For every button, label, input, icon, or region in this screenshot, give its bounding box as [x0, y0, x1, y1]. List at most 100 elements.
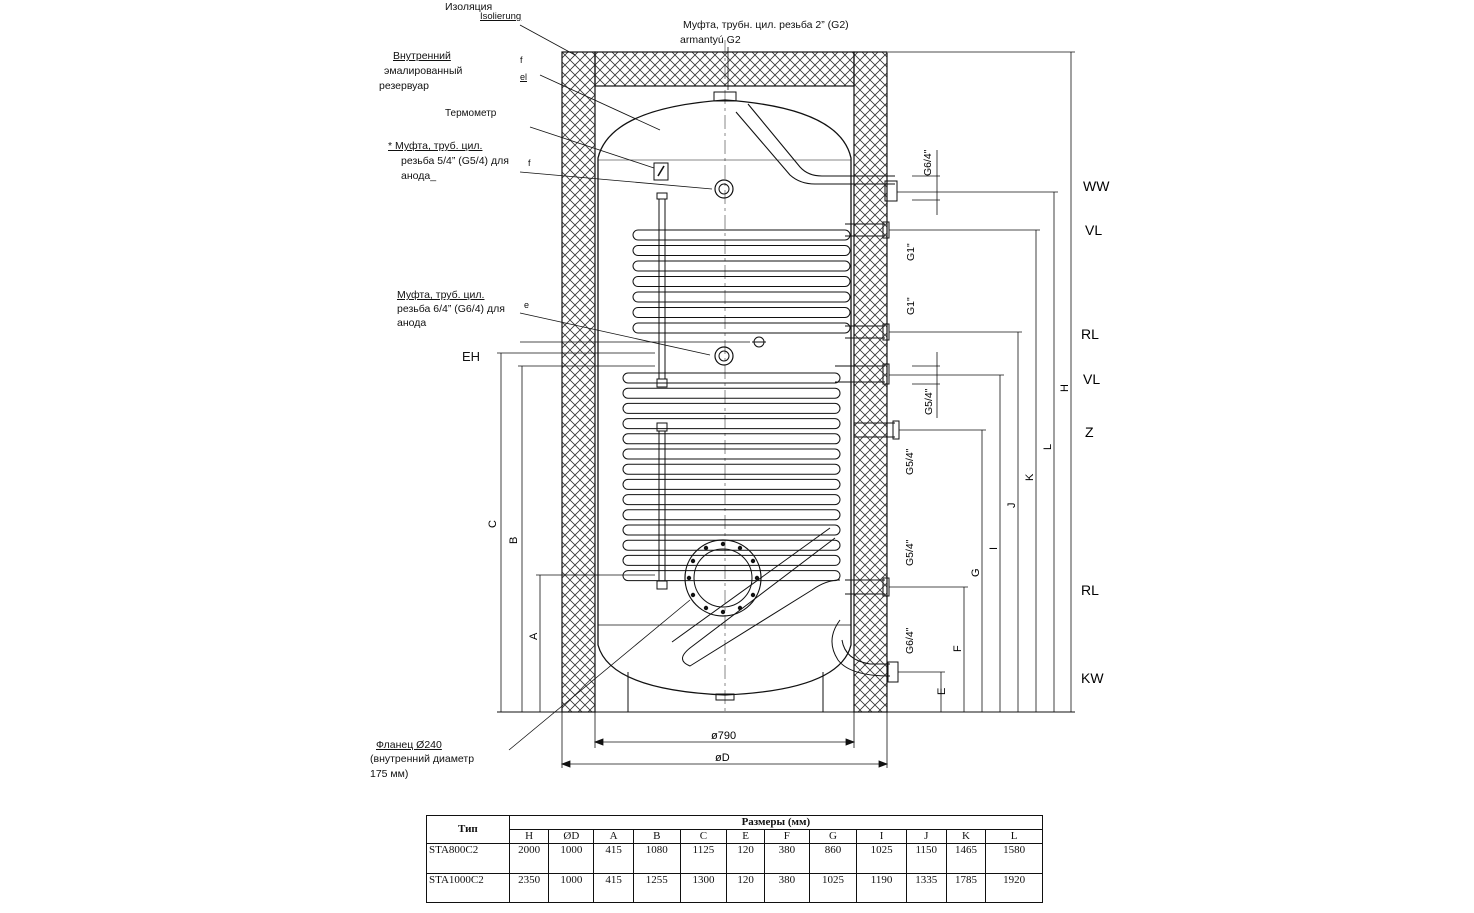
lower-heat-exchanger-coil [622, 372, 841, 582]
table-cell: 1000 [548, 872, 595, 903]
table-cell: 1080 [632, 843, 681, 874]
coil-turn [622, 539, 841, 551]
table-column-header: F [764, 829, 810, 844]
table-cell: 1300 [679, 872, 728, 903]
right-dimension-lines [888, 51, 1075, 712]
label-anode-coupling-2: резьба 5/4” (G5/4) для [401, 155, 509, 167]
anode-coupling-mid [714, 346, 734, 366]
label-flange-3: 175 мм) [370, 768, 409, 780]
table-column-header: L [985, 829, 1043, 844]
dim-label-h: H [1059, 384, 1071, 392]
label-top-coupling-1: Муфта, трубн. цил. резьба 2” (G2) [683, 19, 849, 31]
label-flange-1: Фланец Ø240 [376, 739, 442, 751]
table-cell: 1255 [632, 872, 681, 903]
table-header-dimensions: Размеры (мм) [508, 815, 1044, 830]
label-eh: EH [462, 349, 481, 364]
table-cell-type: STA800C2 [426, 843, 510, 874]
coil-turn [632, 276, 851, 287]
table-cell: 1025 [856, 843, 907, 874]
coil-turn [622, 402, 841, 414]
table-cell: 120 [726, 872, 765, 903]
table-cell: 1465 [945, 843, 987, 874]
label-mid-coupling-2: резьба 6/4” (G6/4) для [397, 303, 505, 315]
table-cell: 1125 [679, 843, 728, 874]
table-cell: 415 [593, 872, 634, 903]
table-cell-type: STA1000C2 [426, 872, 510, 903]
thread-label-vl1: G1" [905, 243, 917, 261]
label-ghost-f: f [520, 55, 523, 65]
table-column-header: G [808, 829, 858, 844]
thermometer-sensor [653, 162, 669, 181]
coil-turn [622, 554, 841, 566]
dim-label-c: C [487, 520, 499, 528]
insulation-body [561, 51, 888, 713]
coil-turn [632, 291, 851, 303]
dim-label-f: F [952, 645, 964, 652]
label-ghost-f2: f [528, 158, 531, 168]
table-cell: 380 [764, 843, 810, 874]
coil-turn [622, 570, 841, 582]
table-cell: 1150 [905, 843, 947, 874]
table-cell: 1335 [905, 872, 947, 903]
anode-rods [656, 192, 668, 590]
dim-label-a: A [528, 632, 540, 640]
table-cell: 120 [726, 843, 765, 874]
table-column-header: ØD [548, 829, 595, 844]
dim-label-b: B [508, 537, 520, 544]
thread-label-rl1: G1" [905, 297, 917, 315]
thread-label-vl2: G5/4" [923, 388, 935, 415]
table-cell: 1580 [985, 843, 1043, 874]
table-cell: 380 [764, 872, 810, 903]
dim-label-j: J [1006, 503, 1018, 509]
table-column-header: C [679, 829, 728, 844]
label-mid-coupling-3: анода [397, 317, 427, 329]
tank-shell [597, 99, 852, 696]
table-column-header: A [593, 829, 634, 844]
thread-label-kw: G6/4" [904, 627, 916, 654]
bottom-dimension-lines [560, 712, 889, 768]
label-inner-tank-2: эмалированный [384, 65, 463, 77]
coil-turn [622, 387, 841, 399]
dim-label-l: L [1042, 444, 1054, 450]
table-cell: 1785 [945, 872, 987, 903]
leader-lines [508, 24, 750, 751]
label-thermometer: Термометр [445, 108, 497, 119]
label-inner-tank-1: Внутренний [393, 50, 451, 62]
thread-label-z: G5/4" [904, 448, 916, 475]
label-inner-tank-3: резервуар [379, 80, 429, 92]
hot-water-pipe [735, 103, 895, 185]
coil-turn [632, 260, 851, 272]
table-column-header: B [632, 829, 681, 844]
table-cell: 2350 [508, 872, 550, 903]
upper-heat-exchanger-coil [632, 229, 851, 334]
table-cell: 1000 [548, 843, 595, 874]
coil-turn [632, 322, 851, 334]
dim-label-e: E [936, 688, 948, 695]
coil-turn [622, 478, 841, 490]
inner-diameter-label: ø790 [711, 730, 736, 742]
table-cell: 1025 [808, 872, 858, 903]
label-mid-coupling-1: Муфта, труб. цил. [397, 289, 485, 301]
label-ghost-el: el [520, 72, 528, 82]
flange [684, 539, 762, 617]
coil-turn [622, 418, 841, 430]
thread-label-rl2: G5/4" [904, 539, 916, 566]
label-insulation-ghost: Isolierung [480, 11, 522, 22]
dim-label-k: K [1024, 473, 1036, 481]
table-header-type: Тип [426, 815, 510, 844]
dim-label-i: I [988, 547, 1000, 550]
table-column-header: I [856, 829, 907, 844]
table-cell: 1920 [985, 872, 1043, 903]
port-label-kw: KW [1081, 670, 1104, 686]
table-cell: 1190 [856, 872, 907, 903]
coil-connection-pipes [671, 221, 900, 683]
left-dimension-lines [497, 352, 655, 712]
label-anode-coupling-1: * Муфта, труб. цил. [388, 140, 483, 152]
coil-turn [632, 307, 851, 318]
coil-turn [622, 463, 841, 475]
thread-label-ww: G6/4" [922, 149, 934, 176]
